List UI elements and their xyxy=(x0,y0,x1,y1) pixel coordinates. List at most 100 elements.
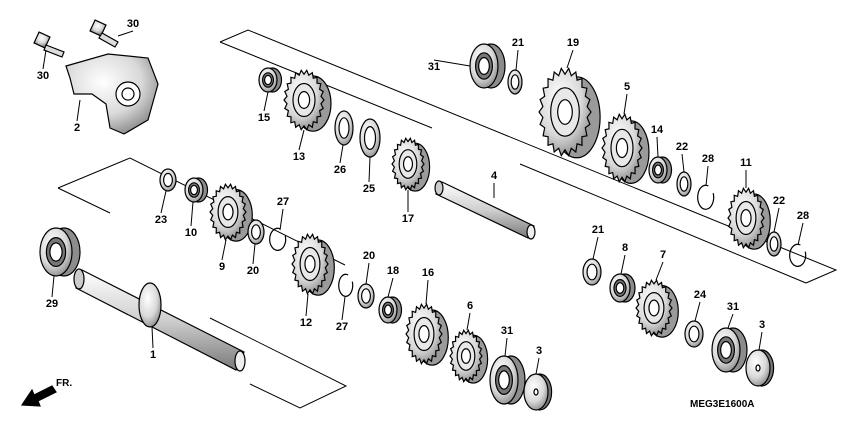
leader-line xyxy=(566,49,574,69)
leader-line xyxy=(656,136,659,158)
callout-mainshaft-gear-b: 12 xyxy=(300,317,312,329)
callout-thrust-washer-left: 23 xyxy=(155,214,167,226)
callout-snap-ring-left-a: 27 xyxy=(277,196,289,208)
callout-needle-bearing-small: 15 xyxy=(258,112,270,124)
callout-spline-washer-a: 26 xyxy=(334,164,346,176)
callout-setting-plate: 2 xyxy=(74,122,80,134)
leader-line xyxy=(252,243,256,265)
callout-ball-bearing-lower-right: 31 xyxy=(727,301,739,313)
snap-ring-left-b xyxy=(338,273,354,297)
bushing-lower-right xyxy=(609,273,636,303)
countershaft xyxy=(434,180,536,240)
leader-line xyxy=(504,337,508,357)
leader-line xyxy=(727,313,734,329)
leader-line xyxy=(535,357,540,375)
oil-seal-bottom xyxy=(523,373,553,411)
bushing-center xyxy=(378,296,403,324)
countershaft-gear-b xyxy=(391,137,431,192)
callout-oil-seal-lower-right: 3 xyxy=(759,319,765,331)
callout-mainshaft-gear-c: 16 xyxy=(422,267,434,279)
callout-snap-ring-left-b: 27 xyxy=(336,321,348,333)
callout-oil-seal-bottom: 3 xyxy=(536,345,542,357)
spline-washer-a xyxy=(334,110,354,146)
callout-washer-lower-right: 24 xyxy=(694,289,707,301)
leader-line xyxy=(341,296,346,321)
leader-line xyxy=(42,49,47,70)
callout-countershaft: 4 xyxy=(491,170,498,182)
leader-line xyxy=(368,156,371,183)
leader-line xyxy=(797,222,804,246)
spline-washer-left xyxy=(247,219,265,245)
callout-mainshaft: 1 xyxy=(150,349,156,361)
callout-bolt-left: 30 xyxy=(37,70,49,82)
bolt-upper-icon xyxy=(89,19,119,48)
leader-line xyxy=(466,312,471,331)
callout-bushing-lower-right: 8 xyxy=(622,242,628,254)
thrust-washer-top xyxy=(507,69,523,95)
leader-line xyxy=(425,279,429,305)
callout-spline-washer-right-b: 22 xyxy=(773,195,785,207)
callout-needle-bearing-right: 14 xyxy=(651,124,664,136)
leader-line xyxy=(623,93,628,115)
callout-spline-washer-right-a: 22 xyxy=(676,141,688,153)
leader-line xyxy=(433,59,471,67)
callout-countershaft-gear-a: 13 xyxy=(293,151,305,163)
callout-mainshaft-gear-e: 7 xyxy=(660,249,666,261)
snap-ring-right-a xyxy=(697,184,715,210)
leader-line xyxy=(76,99,81,122)
leader-line xyxy=(190,201,194,227)
callout-bushing-left: 10 xyxy=(185,227,197,239)
countershaft-gear-d xyxy=(727,186,771,250)
washer-lower-right xyxy=(684,320,704,348)
mainshaft-gear-d xyxy=(449,329,489,384)
bolt-left-icon xyxy=(33,31,65,58)
countershaft-gear-a xyxy=(283,69,332,132)
leader-line xyxy=(339,144,344,164)
callout-spline-washer-center: 20 xyxy=(363,250,375,262)
ball-bearing-bottom xyxy=(489,355,526,405)
front-marker-label: FR. xyxy=(56,378,72,389)
callout-bushing-center: 18 xyxy=(387,265,399,277)
thrust-washer-lower-right xyxy=(582,258,602,286)
spline-washer-right-b xyxy=(766,231,782,257)
leader-line xyxy=(620,254,626,275)
leader-line xyxy=(279,208,284,231)
setting-plate xyxy=(65,53,159,135)
leader-line xyxy=(298,129,305,151)
callout-final-gear-large: 19 xyxy=(567,37,579,49)
mainshaft-gear-a xyxy=(209,183,253,242)
ball-bearing-top xyxy=(469,43,506,89)
leader-line xyxy=(160,190,167,214)
spline-washer-center xyxy=(357,283,375,309)
callout-spline-washer-left: 20 xyxy=(247,265,259,277)
callout-ball-bearing-bottom: 31 xyxy=(501,325,513,337)
ball-bearing-lower-right xyxy=(711,327,748,373)
leader-line xyxy=(681,153,685,173)
oil-seal-lower-right xyxy=(745,349,775,387)
callout-thrust-washer-top: 21 xyxy=(512,37,524,49)
leader-line xyxy=(221,239,227,261)
callout-ball-bearing-left: 29 xyxy=(46,298,58,310)
lock-washer-a xyxy=(359,118,381,158)
mainshaft xyxy=(73,268,246,372)
leader-line xyxy=(151,326,154,349)
thrust-washer-left xyxy=(159,168,177,192)
leader-line xyxy=(263,91,269,112)
snap-ring-left-a xyxy=(269,227,287,251)
leader-line xyxy=(51,275,55,298)
leader-line xyxy=(773,207,780,233)
needle-bearing-right xyxy=(648,156,673,184)
drawing-id: MEG3E1600A xyxy=(690,399,754,410)
callout-lock-washer-a: 25 xyxy=(363,183,375,195)
callout-snap-ring-right-b: 28 xyxy=(797,210,809,222)
leader-line xyxy=(305,293,309,317)
final-gear-large xyxy=(538,67,601,159)
leader-line xyxy=(705,165,709,187)
leader-line xyxy=(694,301,701,322)
needle-bearing-small xyxy=(258,67,283,93)
callout-countershaft-gear-d: 11 xyxy=(740,157,752,169)
snap-ring-right-b xyxy=(789,243,807,267)
countershaft-gear-c xyxy=(601,112,650,184)
